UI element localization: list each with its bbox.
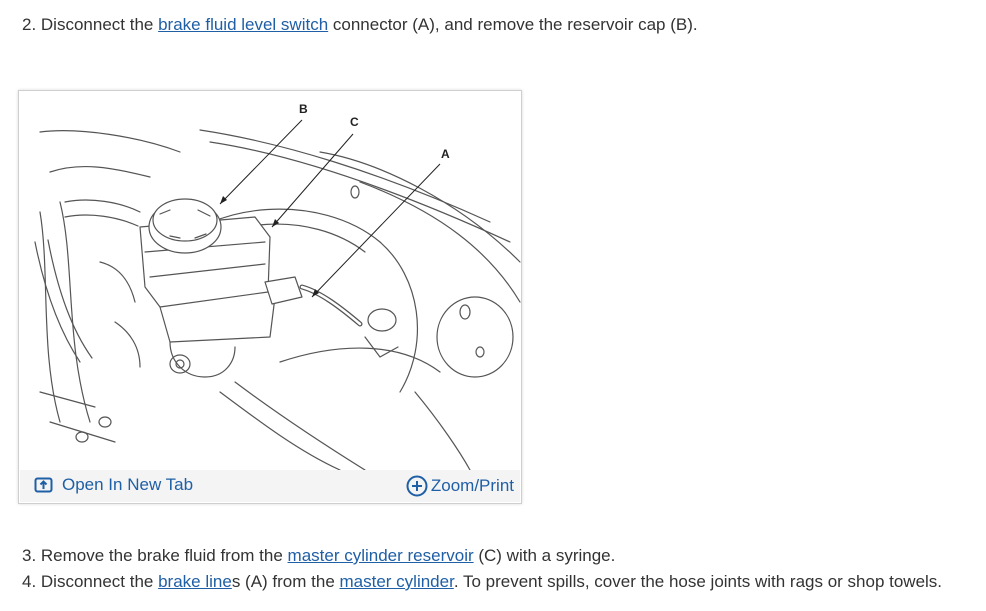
step-2: 2. Disconnect the brake fluid level swit… [22, 14, 698, 36]
step-text: . To prevent spills, cover the hose join… [453, 572, 943, 591]
step-number: 2. [22, 15, 41, 34]
step-number: 4. [22, 572, 41, 591]
zoom-print-button[interactable]: Zoom/Print [406, 475, 514, 497]
step-number: 3. [22, 546, 41, 565]
step-text: (C) with a syringe. [473, 546, 616, 565]
step-text: s (A) from the [231, 572, 340, 591]
step-text: Disconnect the [40, 572, 159, 591]
callout-c: C [350, 115, 359, 129]
open-in-new-tab-label: Open In New Tab [62, 475, 194, 494]
step-link[interactable]: master cylinder [339, 572, 454, 591]
figure-toolbar: Open In New Tab Zoom/Print [20, 470, 520, 502]
step-link[interactable]: brake line [158, 572, 232, 591]
plus-circle-icon [406, 475, 428, 497]
open-in-new-tab-button[interactable]: Open In New Tab [34, 475, 193, 495]
diagram-figure: B C A Open In New Tab Zoom/Print [18, 90, 522, 504]
step-3: 3. Remove the brake fluid from the maste… [22, 545, 615, 567]
step-4: 4. Disconnect the brake lines (A) from t… [22, 571, 942, 593]
step-link[interactable]: master cylinder reservoir [287, 546, 474, 565]
step-text: Remove the brake fluid from the [40, 546, 288, 565]
brake-reservoir-illustration: B C A [34, 102, 521, 470]
callout-a: A [441, 147, 450, 161]
step-link[interactable]: brake fluid level switch [158, 15, 329, 34]
step-text: Disconnect the [40, 15, 159, 34]
zoom-print-label: Zoom/Print [430, 476, 514, 495]
open-external-icon [34, 477, 53, 493]
callout-b: B [299, 102, 308, 116]
step-text: connector (A), and remove the reservoir … [328, 15, 698, 34]
